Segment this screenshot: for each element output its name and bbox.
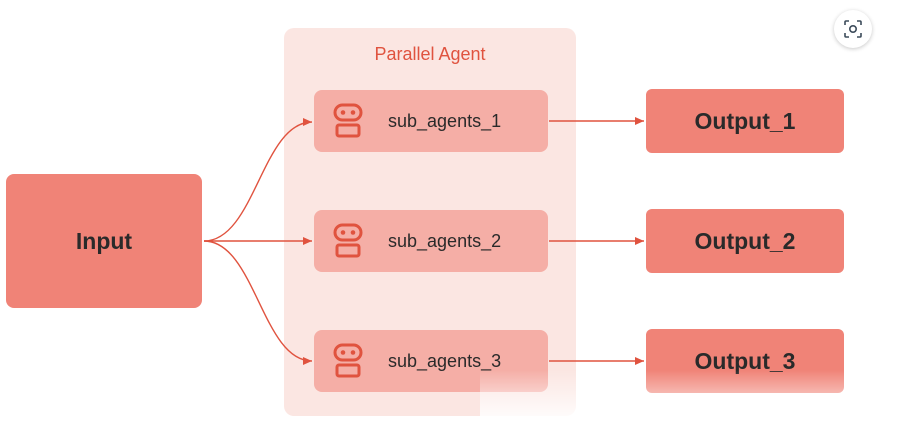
output-label-1: Output_1 — [694, 107, 796, 134]
sub-agent-label-3: sub_agents_3 — [388, 351, 502, 371]
output-node-2: Output_2 — [646, 209, 844, 273]
arrow-input-to-sub-agent-3 — [203, 240, 313, 365]
output-node-3: Output_3 — [646, 329, 844, 393]
output-label-3: Output_3 — [694, 347, 796, 374]
scan-button[interactable] — [834, 10, 872, 48]
output-label-2: Output_2 — [694, 227, 796, 254]
sub-agent-label-1: sub_agents_1 — [388, 111, 502, 131]
scan-icon — [844, 20, 862, 38]
output-node-1: Output_1 — [646, 89, 844, 153]
robot-icon — [333, 343, 363, 378]
robot-icon — [333, 223, 363, 258]
input-label: Input — [75, 227, 133, 254]
robot-icon — [333, 103, 363, 138]
sub-agent-node-2: sub_agents_2 — [314, 210, 548, 272]
sub-agent-label-2: sub_agents_2 — [388, 231, 502, 251]
sub-agent-node-1: sub_agents_1 — [314, 90, 548, 152]
parallel-agent-title: Parallel Agent — [374, 44, 486, 64]
arrow-input-to-sub-agent-1 — [203, 118, 313, 242]
sub-agent-node-3: sub_agents_3 — [314, 330, 548, 392]
input-node: Input — [6, 174, 202, 308]
